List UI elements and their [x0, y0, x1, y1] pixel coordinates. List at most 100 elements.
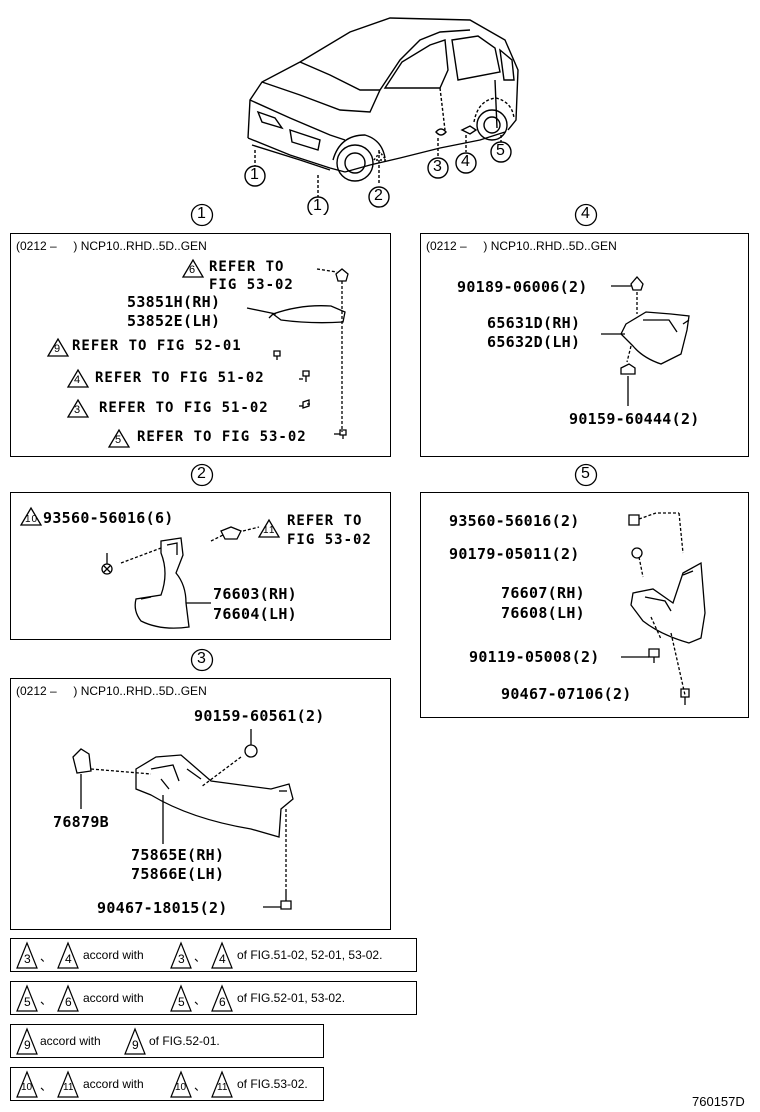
note-9-a: 9	[24, 1038, 31, 1052]
section-3-drawing	[72, 729, 294, 910]
section-2-ref10-num: 10	[25, 514, 39, 525]
note-10-11-sep2: 、	[194, 1079, 207, 1093]
note-5-6-sep: 、	[40, 993, 53, 1007]
note-10-11-b2: 11	[217, 1082, 228, 1093]
section-3-part-rh: 75865E(RH)	[131, 846, 225, 864]
section-4-header: (0212 – ) NCP10..RHD..5D..GEN	[426, 239, 617, 253]
note-5-6-a: 5	[24, 995, 31, 1009]
note-3-4-sep: 、	[40, 950, 53, 964]
section-4-part-lh: 65632D(LH)	[487, 333, 581, 351]
note-5-6-b2: 6	[219, 995, 226, 1009]
section-1-ref3: REFER TO FIG 51-02	[99, 400, 269, 416]
section-1-part-rh: 53851H(RH)	[127, 293, 221, 311]
note-10-11-tail: of FIG.53-02.	[237, 1077, 308, 1091]
section-2-panel: 10 93560-56016(6) 11 REFER TO FIG 53-02 …	[10, 492, 391, 640]
note-9-mid: accord with	[40, 1034, 101, 1048]
car-illustration	[244, 17, 519, 215]
note-5-6-a2: 5	[178, 995, 185, 1009]
section-2-number-circle	[190, 463, 214, 487]
note-5-6: 5 、 6 accord with 5 、 6 of FIG.52-01, 53…	[10, 981, 417, 1015]
section-1-part-lh: 53852E(LH)	[127, 312, 221, 330]
section-4-part-rh: 65631D(RH)	[487, 314, 581, 332]
section-1-ref6-num: 6	[189, 264, 197, 276]
car-callout-4: 4	[461, 153, 470, 170]
note-5-6-mid: accord with	[83, 991, 144, 1005]
section-2-part-rh: 76603(RH)	[213, 585, 297, 603]
car-callout-2: 2	[374, 187, 383, 204]
note-3-4: 3 、 4 accord with 3 、 4 of FIG.51-02, 52…	[10, 938, 417, 972]
figure-id: 760157D	[692, 1094, 745, 1109]
section-1-number-circle	[190, 203, 214, 227]
section-1-ref5: REFER TO FIG 53-02	[137, 429, 307, 445]
note-9: 9 accord with 9 of FIG.52-01.	[10, 1024, 324, 1058]
note-9-triangles	[16, 1027, 146, 1055]
section-1-ref3-num: 3	[74, 404, 82, 416]
section-1-ref5-num: 5	[115, 434, 123, 446]
car-callout-3: 3	[433, 158, 442, 175]
section-1-ref9-num: 9	[54, 343, 62, 355]
section-2-ref11-line1: REFER TO	[287, 513, 363, 529]
section-5-part-rh: 76607(RH)	[501, 584, 585, 602]
note-9-a2: 9	[132, 1038, 139, 1052]
section-3-bolt-part: 90467-18015(2)	[97, 899, 228, 917]
section-5-part-a: 93560-56016(2)	[449, 512, 580, 530]
section-1-header: (0212 – ) NCP10..RHD..5D..GEN	[16, 239, 207, 253]
section-3-clip-part: 76879B	[53, 813, 109, 831]
section-5-panel: 93560-56016(2) 90179-05011(2) 76607(RH) …	[420, 492, 749, 718]
note-3-4-tail: of FIG.51-02, 52-01, 53-02.	[237, 948, 383, 962]
section-4-top-part: 90189-06006(2)	[457, 278, 588, 296]
section-5-number: 5	[581, 465, 590, 482]
section-4-bottom-part: 90159-60444(2)	[569, 410, 700, 428]
note-5-6-triangles	[16, 984, 233, 1012]
note-10-11-b: 11	[63, 1082, 74, 1093]
section-2-number: 2	[197, 465, 206, 482]
section-2-part-lh: 76604(LH)	[213, 605, 297, 623]
section-1-ref6-line2: FIG 53-02	[209, 277, 294, 293]
note-10-11: 10 、 11 accord with 10 、 11 of FIG.53-02…	[10, 1067, 324, 1101]
section-4-number: 4	[581, 205, 590, 222]
note-5-6-sep2: 、	[194, 993, 207, 1007]
section-2-drawing	[19, 506, 281, 629]
section-5-part-c: 90119-05008(2)	[469, 648, 600, 666]
note-10-11-sep: 、	[40, 1079, 53, 1093]
section-4-drawing	[601, 276, 690, 406]
section-1-drawing	[46, 258, 349, 448]
section-3-number: 3	[197, 650, 206, 667]
section-1-ref6-line1: REFER TO	[209, 259, 285, 275]
section-2-screw-part: 93560-56016(6)	[43, 509, 174, 527]
note-5-6-tail: of FIG.52-01, 53-02.	[237, 991, 346, 1005]
car-callout-1b: 1	[313, 197, 322, 214]
section-5-drawing	[621, 512, 706, 705]
note-3-4-mid: accord with	[83, 948, 144, 962]
note-3-4-b2: 4	[219, 952, 226, 966]
section-3-panel: (0212 – ) NCP10..RHD..5D..GEN 90159-60	[10, 678, 391, 930]
note-3-4-b: 4	[65, 952, 72, 966]
section-1-ref9: REFER TO FIG 52-01	[72, 338, 242, 354]
note-9-tail: of FIG.52-01.	[149, 1034, 220, 1048]
section-5-part-lh: 76608(LH)	[501, 604, 585, 622]
section-5-number-circle	[574, 463, 598, 487]
note-10-11-mid: accord with	[83, 1077, 144, 1091]
section-2-ref11-line2: FIG 53-02	[287, 532, 372, 548]
section-3-header: (0212 – ) NCP10..RHD..5D..GEN	[16, 684, 207, 698]
car-callout-1a: 1	[250, 166, 259, 183]
section-4-number-circle	[574, 203, 598, 227]
note-10-11-a2: 10	[175, 1082, 187, 1093]
note-3-4-sep2: 、	[194, 950, 207, 964]
section-1-ref4: REFER TO FIG 51-02	[95, 370, 265, 386]
section-4-panel: (0212 – ) NCP10..RHD..5D..GEN 90189-0600…	[420, 233, 749, 457]
section-1-number: 1	[197, 205, 206, 222]
note-3-4-a2: 3	[178, 952, 185, 966]
section-1-ref4-num: 4	[74, 374, 82, 386]
section-2-ref11-num: 11	[263, 525, 276, 536]
section-3-nut-part: 90159-60561(2)	[194, 707, 325, 725]
note-3-4-triangles	[16, 941, 233, 969]
note-10-11-triangles	[16, 1070, 233, 1098]
section-5-part-b: 90179-05011(2)	[449, 545, 580, 563]
section-5-part-d: 90467-07106(2)	[501, 685, 632, 703]
section-3-part-lh: 75866E(LH)	[131, 865, 225, 883]
note-3-4-a: 3	[24, 952, 31, 966]
note-5-6-b: 6	[65, 995, 72, 1009]
section-1-panel: (0212 – ) NCP10..RHD..5D..GEN	[10, 233, 391, 457]
section-3-number-circle	[190, 648, 214, 672]
